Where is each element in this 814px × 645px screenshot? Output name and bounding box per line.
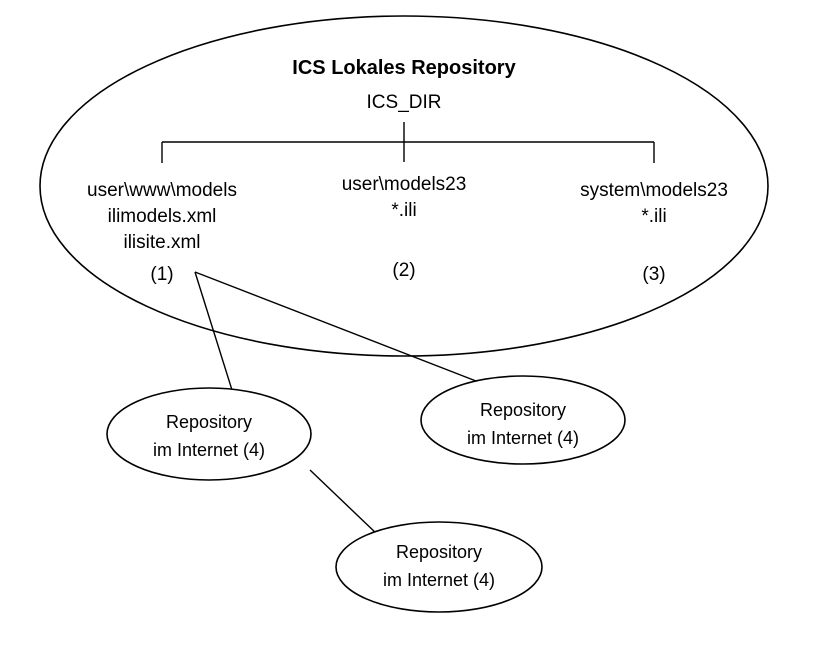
internet-repository-3-ellipse [335, 521, 543, 613]
local-repository-ellipse [39, 15, 769, 357]
folder-node-1: user\www\models ilimodels.xml ilisite.xm… [87, 180, 237, 285]
folder-2-number: (2) [392, 260, 415, 281]
folder-1-file-2: ilisite.xml [123, 232, 200, 253]
folder-2-file-1: *.ili [391, 200, 416, 221]
folder-node-3: system\models23 *.ili (3) [580, 180, 728, 285]
internet-repository-2: Repository im Internet (4) [420, 375, 626, 465]
folder-node-2: user\models23 *.ili (2) [342, 174, 467, 281]
internet-repository-2-line-1: Repository [480, 400, 566, 420]
internet-repository-2-ellipse [420, 375, 626, 465]
internet-repository-1-ellipse [106, 387, 312, 481]
internet-repository-1-line-1: Repository [166, 412, 252, 432]
folder-3-path: system\models23 [580, 180, 728, 201]
folder-1-number: (1) [150, 264, 173, 285]
internet-repository-2-line-2: im Internet (4) [467, 428, 579, 448]
internet-repository-3-line-1: Repository [396, 542, 482, 562]
internet-repository-3-line-2: im Internet (4) [383, 570, 495, 590]
internet-repository-1: Repository im Internet (4) [106, 387, 312, 481]
link-local-to-internet-1 [194, 271, 233, 391]
link-local-to-internet-2 [194, 271, 477, 382]
folder-2-path: user\models23 [342, 174, 467, 195]
link-internet-1-to-internet-3 [309, 469, 379, 536]
folder-1-path: user\www\models [87, 180, 237, 201]
folder-1-file-1: ilimodels.xml [108, 206, 217, 227]
local-repository-title: ICS Lokales Repository [292, 57, 516, 79]
folder-3-file-1: *.ili [641, 206, 666, 227]
internet-repository-1-line-2: im Internet (4) [153, 440, 265, 460]
root-folder-label: ICS_DIR [367, 92, 442, 113]
internet-repository-3: Repository im Internet (4) [335, 521, 543, 613]
folder-3-number: (3) [642, 264, 665, 285]
